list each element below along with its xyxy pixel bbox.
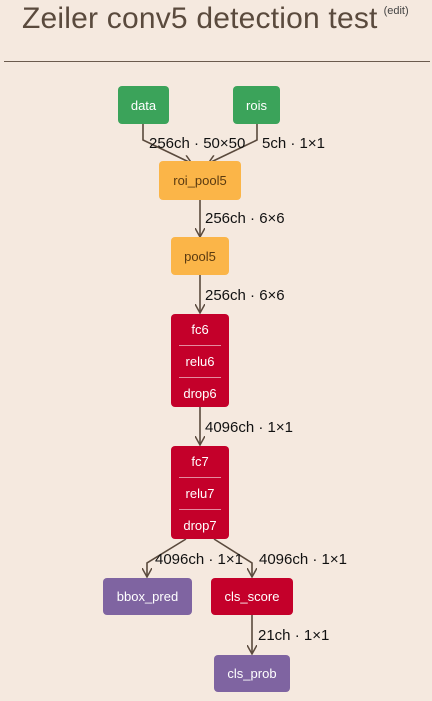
node-pool5[interactable]: pool5 [171, 237, 229, 275]
edit-link[interactable]: (edit) [383, 5, 409, 17]
edge-fc7-bbox_pred [147, 538, 187, 576]
edge-label-pool5-fc6: 256ch · 6×6 [205, 287, 285, 304]
node-roi_pool5[interactable]: roi_pool5 [159, 161, 241, 200]
node-fc6-block[interactable]: fc6 relu6 drop6 [171, 314, 229, 407]
layer-fc7: fc7 [191, 454, 209, 469]
node-cls_score[interactable]: cls_score [211, 578, 293, 615]
page-header: Zeiler conv5 detection test (edit) [22, 2, 409, 36]
node-bbox_pred[interactable]: bbox_pred [103, 578, 192, 615]
edge-label-cls_score-cls_prob: 21ch · 1×1 [258, 627, 330, 644]
edge-data-roi_pool5 [142, 124, 191, 163]
header-divider [4, 61, 430, 62]
node-cls_prob[interactable]: cls_prob [214, 655, 290, 692]
layer-relu6: relu6 [179, 345, 221, 377]
edge-label-fc7-bbox_pred: 4096ch · 1×1 [155, 551, 243, 568]
layer-relu7: relu7 [179, 477, 221, 509]
edge-label-data-roi_pool5: 256ch · 50×50 [149, 135, 246, 152]
edge-label-rois-roi_pool5: 5ch · 1×1 [262, 135, 325, 152]
edge-label-fc7-cls_score: 4096ch · 1×1 [259, 551, 347, 568]
edge-label-fc6-fc7: 4096ch · 1×1 [205, 419, 293, 436]
layer-drop6: drop6 [179, 377, 221, 409]
edge-fc7-cls_score [213, 538, 252, 576]
edge-label-roi_pool5-pool5: 256ch · 6×6 [205, 210, 285, 227]
node-data[interactable]: data [118, 86, 169, 124]
node-fc7-block[interactable]: fc7 relu7 drop7 [171, 446, 229, 539]
page-title: Zeiler conv5 detection test [22, 2, 378, 35]
layer-drop7: drop7 [179, 509, 221, 541]
edge-rois-roi_pool5 [209, 124, 258, 163]
node-rois[interactable]: rois [233, 86, 280, 124]
layer-fc6: fc6 [191, 322, 209, 337]
